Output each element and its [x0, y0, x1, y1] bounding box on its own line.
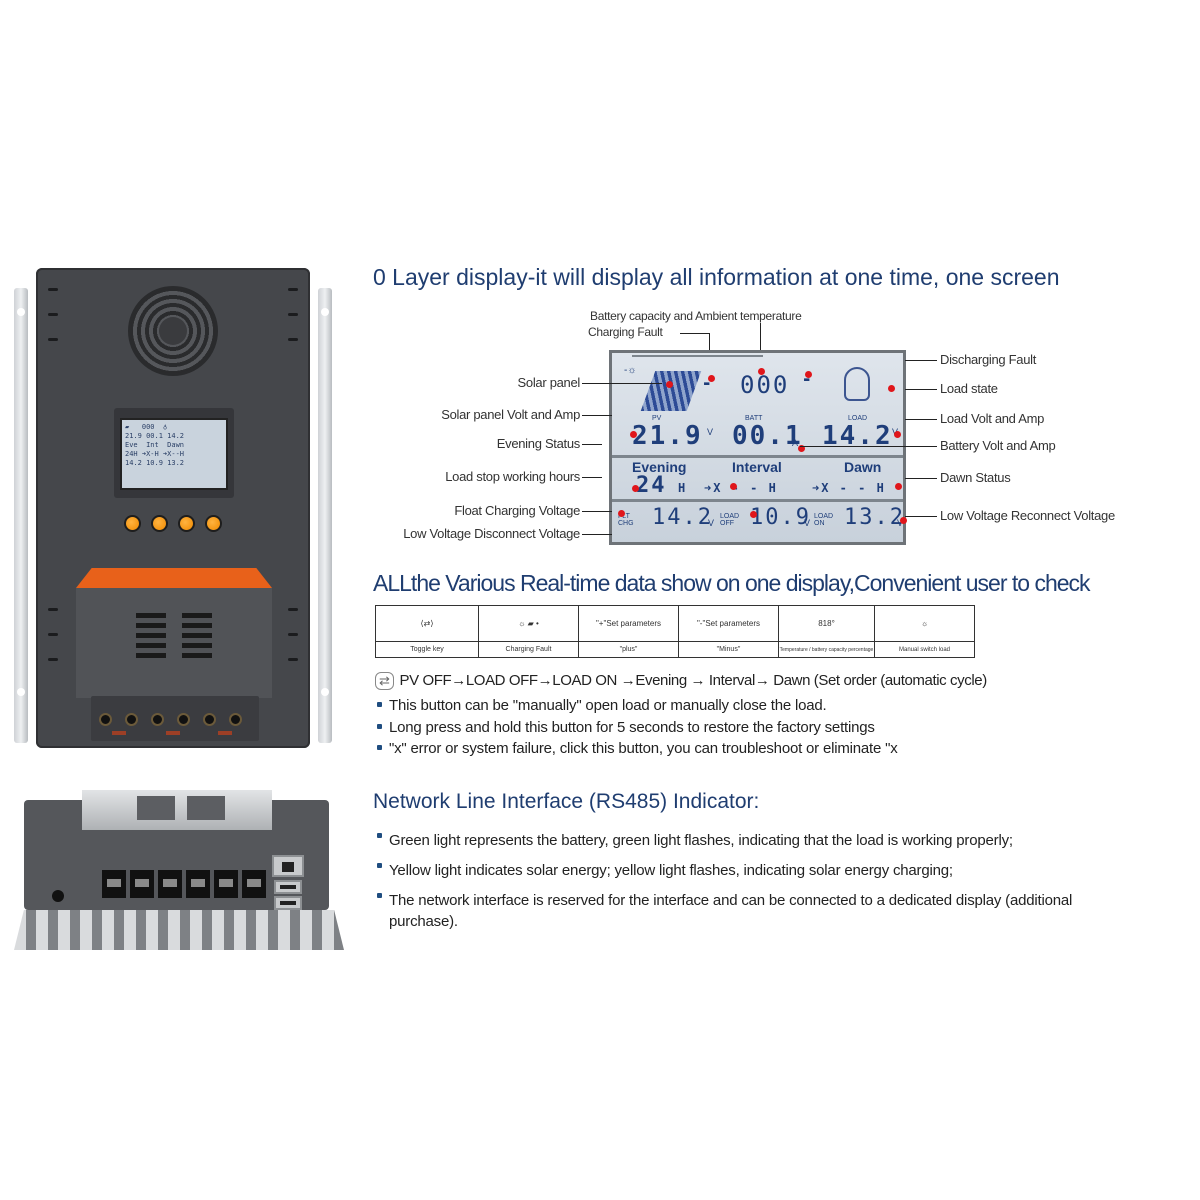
interval-label: Interval	[732, 459, 782, 475]
key-label-plus: "plus"	[578, 641, 679, 658]
dawn-label: Dawn	[844, 459, 882, 475]
controller-side-photo	[14, 790, 344, 950]
callout-charging-fault: Charging Fault	[588, 325, 663, 339]
callout-battery-capacity: Battery capacity and Ambient temperature	[590, 309, 802, 323]
key-label-manual-switch: Manual switch load	[874, 641, 975, 658]
mounting-bracket-right	[318, 288, 332, 743]
battery-capacity-value: 000	[740, 371, 790, 399]
temperature-icon: 818°	[778, 605, 875, 642]
battery-current-value: 00.1	[732, 421, 803, 451]
toggle-key-icon: ⟨⇄⟩	[375, 605, 479, 642]
solar-panel-icon	[640, 371, 702, 411]
float-voltage-value: 14.2	[652, 505, 713, 530]
key-label-minus: "Minus"	[678, 641, 779, 658]
interval-value: ➜X - - H	[704, 481, 778, 495]
list-item: Long press and hold this button for 5 se…	[375, 717, 898, 739]
toggle-button[interactable]	[124, 515, 141, 532]
lcd-diagram: -☼ ▬ 000 ▬ PV BATT LOAD 21.9 V 00.1 A 14…	[609, 350, 907, 545]
toggle-order-line: ⇄ PV OFF→LOAD OFF→LOAD ON →Evening → Inte…	[375, 672, 987, 690]
controller-front-photo: ▰ 000 ♁ 21.9 00.1 14.2 Eve Int Dawn 24H …	[14, 268, 332, 750]
vent-right-icon	[182, 613, 212, 663]
list-item: Green light represents the battery, gree…	[375, 826, 1135, 856]
section-title-rs485: Network Line Interface (RS485) Indicator…	[373, 790, 760, 813]
controller-body: ▰ 000 ♁ 21.9 00.1 14.2 Eve Int Dawn 24H …	[36, 268, 310, 748]
terminal-screw-icon	[151, 713, 164, 726]
callout-load-stop-hours: Load stop working hours	[445, 469, 580, 484]
list-item: "x" error or system failure, click this …	[375, 738, 898, 760]
rs485-port-icon	[272, 855, 304, 877]
minus-icon: "-"Set parameters	[678, 605, 779, 642]
callout-float-charging-voltage: Float Charging Voltage	[454, 503, 580, 518]
callout-discharging-fault: Discharging Fault	[940, 352, 1037, 367]
evening-hours-value: 24	[636, 473, 667, 498]
list-item: Yellow light indicates solar energy; yel…	[375, 856, 1135, 886]
plus-icon: "+"Set parameters	[578, 605, 679, 642]
terminal-port-icon	[186, 870, 210, 898]
callout-low-voltage-disconnect: Low Voltage Disconnect Voltage	[403, 526, 580, 541]
controller-side-body	[24, 790, 329, 910]
control-button-row	[124, 515, 222, 532]
callout-battery-volt-amp: Battery Volt and Amp	[940, 438, 1056, 453]
callout-load-state: Load state	[940, 381, 998, 396]
terminal-screw-icon	[99, 713, 112, 726]
button-notes-list: This button can be "manually" open load …	[375, 695, 898, 760]
key-label-temperature: Temperature / battery capacity percentag…	[778, 641, 875, 658]
callout-solar-panel: Solar panel	[517, 375, 581, 390]
callout-load-volt-amp: Load Volt and Amp	[940, 411, 1045, 426]
lvr-voltage-value: 13.2	[844, 505, 905, 530]
usb-port-icon	[274, 880, 302, 894]
charging-fault-icon: ☼ ▰ •	[478, 605, 579, 642]
heatsink-fins	[14, 910, 344, 950]
key-label-toggle: Toggle key	[375, 641, 479, 658]
rs485-notes-list: Green light represents the battery, gree…	[375, 826, 1135, 932]
dc-jack-icon	[52, 890, 64, 902]
order-text: PV OFF→LOAD OFF→LOAD ON →Evening → Inter…	[399, 672, 988, 689]
lower-cover	[76, 588, 272, 698]
load-bulb-icon	[844, 367, 870, 401]
terminal-screw-icon	[125, 713, 138, 726]
terminal-screw-icon	[229, 713, 242, 726]
list-item: The network interface is reserved for th…	[375, 886, 1135, 932]
terminal-port-icon	[214, 870, 238, 898]
mounting-bracket-left	[14, 288, 28, 743]
evening-label: Evening	[632, 459, 687, 475]
key-legend-table: ⟨⇄⟩ ☼ ▰ • "+"Set parameters "-"Set param…	[375, 605, 975, 658]
usb-port-icon	[274, 896, 302, 910]
toggle-key-icon: ⇄	[375, 672, 394, 690]
minus-button[interactable]	[178, 515, 195, 532]
top-cover	[82, 790, 272, 830]
cooling-fan-icon	[128, 286, 218, 376]
terminal-screw-icon	[203, 713, 216, 726]
mini-lcd-screen: ▰ 000 ♁ 21.9 00.1 14.2 Eve Int Dawn 24H …	[120, 418, 228, 490]
terminal-port-icon	[242, 870, 266, 898]
section-title-display: 0 Layer display-it will display all info…	[373, 264, 1060, 290]
orange-accent-band	[76, 568, 272, 588]
list-item: This button can be "manually" open load …	[375, 695, 898, 717]
callout-evening-status: Evening Status	[496, 436, 581, 451]
callout-solar-panel-volt-amp: Solar panel Volt and Amp	[441, 407, 580, 422]
terminal-port-icon	[158, 870, 182, 898]
terminal-port-icon	[130, 870, 154, 898]
terminal-screw-icon	[177, 713, 190, 726]
lvd-voltage-value: 10.9	[750, 505, 811, 530]
terminal-port-icon	[102, 870, 126, 898]
key-label-charging-fault: Charging Fault	[478, 641, 579, 658]
manual-switch-icon: ☼	[874, 605, 975, 642]
pv-voltage-value: 21.9	[632, 421, 703, 451]
vent-left-icon	[136, 613, 166, 663]
callout-dawn-status: Dawn Status	[940, 470, 1011, 485]
load-switch-button[interactable]	[205, 515, 222, 532]
dawn-value: ➜X - - H	[812, 481, 886, 495]
section-title-realtime: ALLthe Various Real-time data show on on…	[373, 570, 1091, 596]
callout-low-voltage-reconnect: Low Voltage Reconnect Voltage	[940, 508, 1115, 523]
plus-button[interactable]	[151, 515, 168, 532]
